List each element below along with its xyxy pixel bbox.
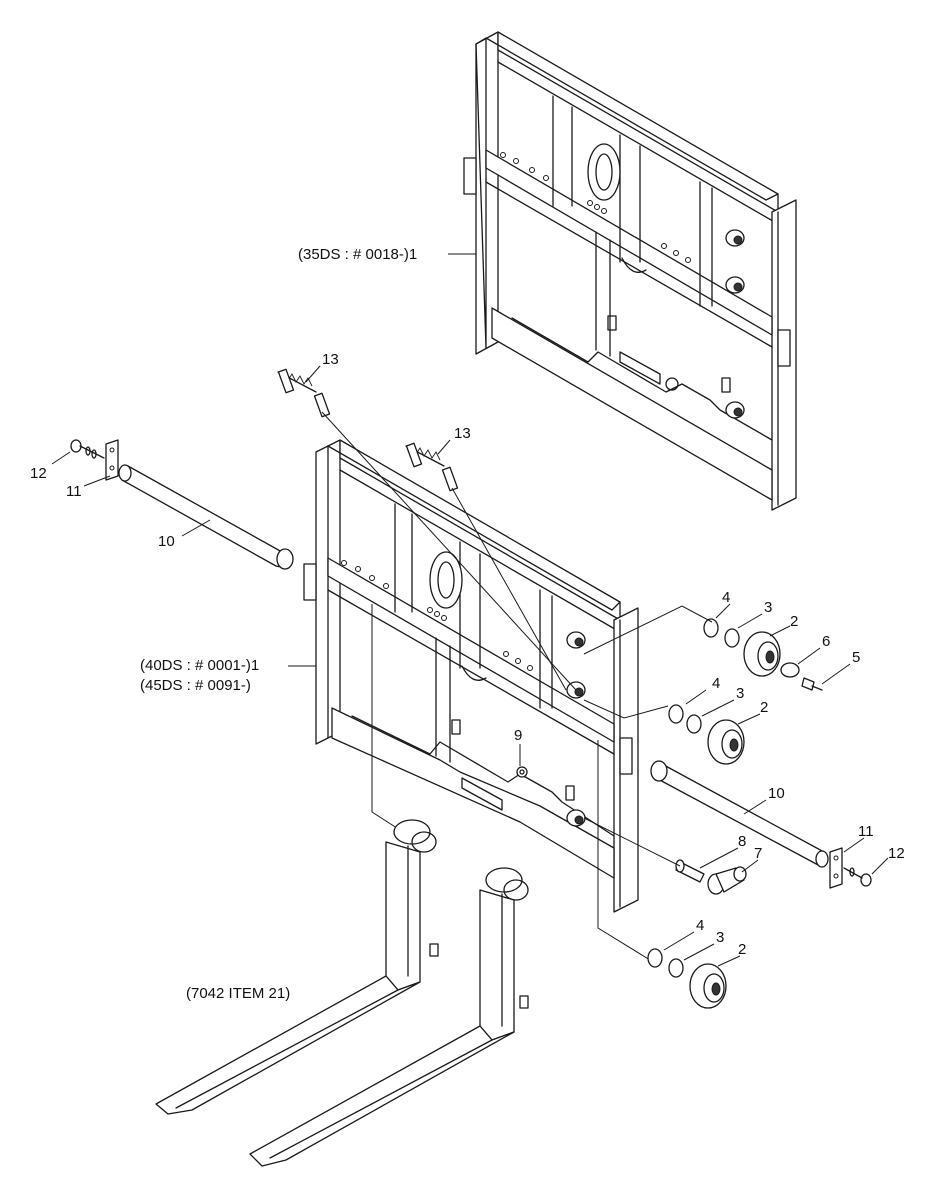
- callout-11-left: 11: [66, 483, 82, 500]
- roller-set-middle: [583, 699, 745, 765]
- retainer-plate-right: [829, 847, 843, 889]
- fork-right: [249, 867, 529, 1167]
- callout-11-right: 11: [858, 823, 874, 840]
- callout-4-lower: 4: [696, 917, 704, 934]
- callout-leaders: [51, 253, 889, 967]
- callout-5: 5: [852, 649, 860, 666]
- callout-3-middle: 3: [736, 685, 744, 702]
- bolt-left: [70, 439, 105, 459]
- callout-13-lower: 13: [454, 425, 471, 442]
- callout-2-upper: 2: [790, 613, 798, 630]
- callout-3-upper: 3: [764, 599, 772, 616]
- callout-9: 9: [514, 727, 522, 744]
- roller-set-upper: [583, 605, 823, 691]
- callout-10-left: 10: [158, 533, 175, 550]
- text-labels: (35DS : # 0018-)1 (40DS : # 0001-)1 (45D…: [30, 246, 905, 1002]
- retainer-plate-left: [105, 439, 119, 481]
- lower-carriage-frame: [303, 439, 639, 913]
- upper-carriage-frame: [463, 31, 797, 511]
- roller-set-lower: [647, 948, 727, 1009]
- callout-12-right: 12: [888, 845, 905, 862]
- callout-10-right: 10: [768, 785, 785, 802]
- callout-13-upper: 13: [322, 351, 339, 368]
- label-forks: (7042 ITEM 21): [186, 985, 290, 1002]
- eccentric-roller-7: [707, 866, 747, 895]
- callout-12-left: 12: [30, 465, 47, 482]
- fork-left: [155, 819, 439, 1115]
- callout-3-lower: 3: [716, 929, 724, 946]
- axle-right: [650, 760, 829, 868]
- bolt-right: [843, 867, 872, 887]
- callout-4-middle: 4: [712, 675, 720, 692]
- callout-6: 6: [822, 633, 830, 650]
- bolt-8: [583, 817, 705, 883]
- callout-8: 8: [738, 833, 746, 850]
- label-frame-35ds: (35DS : # 0018-)1: [298, 246, 417, 263]
- pin-assembly-lower: [405, 442, 567, 691]
- callout-4-upper: 4: [722, 589, 730, 606]
- callout-2-lower: 2: [738, 941, 746, 958]
- axle-left: [118, 464, 294, 570]
- label-frame-40ds: (40DS : # 0001-)1: [140, 657, 259, 674]
- callout-7: 7: [754, 845, 762, 862]
- callout-2-middle: 2: [760, 699, 768, 716]
- label-frame-45ds: (45DS : # 0091-): [140, 677, 251, 694]
- pin-assembly-upper: [277, 368, 577, 691]
